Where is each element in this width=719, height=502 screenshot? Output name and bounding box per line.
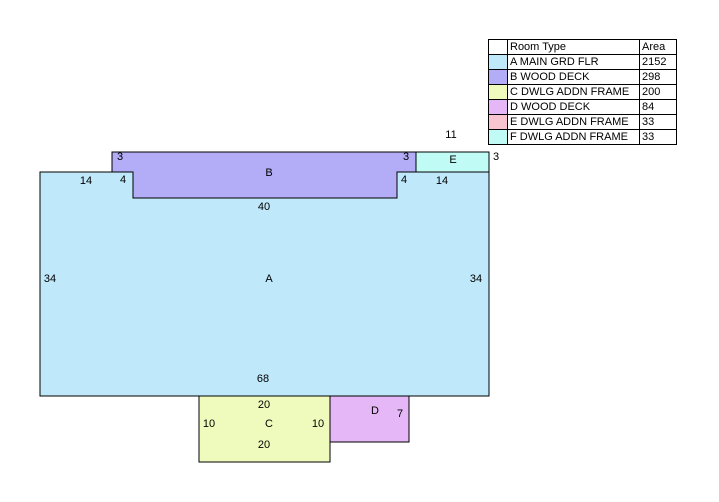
- room-b-dim-left-notch: 4: [120, 174, 126, 186]
- legend-swatch: [488, 54, 508, 70]
- legend-swatch: [488, 129, 508, 145]
- legend-row[interactable]: C DWLG ADDN FRAME 200: [488, 84, 677, 100]
- room-b-wood-deck[interactable]: [111, 151, 417, 199]
- legend-room-area: 2152: [639, 54, 677, 70]
- legend-row[interactable]: F DWLG ADDN FRAME 33: [488, 129, 677, 145]
- legend-swatch: [488, 99, 508, 115]
- room-a-letter: A: [265, 273, 273, 285]
- room-b-letter: B: [265, 167, 272, 179]
- room-a-dim-right: 34: [470, 273, 482, 285]
- room-a-dim-top-right: 14: [436, 175, 448, 187]
- room-c-dim-bottom: 20: [258, 439, 270, 451]
- room-e-dim-top: 11: [445, 129, 456, 141]
- room-b-dim-right-notch: 4: [401, 174, 407, 186]
- legend-header-swatch: [488, 39, 508, 55]
- room-a-dim-left: 34: [44, 273, 56, 285]
- room-a-dim-top-left: 14: [80, 175, 92, 187]
- room-e-dim-right: 3: [493, 151, 499, 163]
- legend-room-label: A MAIN GRD FLR: [507, 54, 640, 70]
- legend-row[interactable]: D WOOD DECK 84: [488, 99, 677, 115]
- legend-row[interactable]: B WOOD DECK 298: [488, 69, 677, 85]
- legend-room-label: C DWLG ADDN FRAME: [507, 84, 640, 100]
- room-d-dim-right: 7: [397, 408, 403, 420]
- legend-header-type: Room Type: [507, 39, 640, 55]
- legend-swatch: [488, 84, 508, 100]
- legend-room-area: 84: [639, 99, 677, 115]
- legend-room-label: F DWLG ADDN FRAME: [507, 129, 640, 145]
- room-c-dwlg-addn-frame[interactable]: [198, 395, 331, 463]
- legend-row[interactable]: A MAIN GRD FLR 2152: [488, 54, 677, 70]
- legend-room-area: 33: [639, 114, 677, 130]
- legend-room-label: E DWLG ADDN FRAME: [507, 114, 640, 130]
- legend-room-area: 298: [639, 69, 677, 85]
- room-d-letter: D: [371, 405, 379, 417]
- legend-header-area: Area: [639, 39, 677, 55]
- legend-room-area: 33: [639, 129, 677, 145]
- room-e-letter: E: [449, 154, 456, 166]
- room-c-dim-right: 10: [312, 418, 324, 430]
- legend-row[interactable]: E DWLG ADDN FRAME 33: [488, 114, 677, 130]
- room-legend-table: Room Type Area A MAIN GRD FLR 2152 B WOO…: [488, 39, 677, 145]
- legend-swatch: [488, 114, 508, 130]
- room-a-dim-bottom: 68: [257, 373, 269, 385]
- legend-swatch: [488, 69, 508, 85]
- room-c-dim-left: 10: [203, 418, 215, 430]
- room-b-dim-left-step: 3: [117, 151, 123, 163]
- legend-header-row: Room Type Area: [488, 39, 677, 55]
- room-a-dim-top: 40: [258, 201, 270, 213]
- room-d-wood-deck[interactable]: [329, 395, 410, 443]
- legend-room-area: 200: [639, 84, 677, 100]
- room-c-letter: C: [265, 418, 273, 430]
- legend-room-label: D WOOD DECK: [507, 99, 640, 115]
- room-b-dim-right-step: 3: [403, 151, 409, 163]
- room-e-dwlg-addn-frame[interactable]: [415, 151, 490, 173]
- room-c-dim-top: 20: [258, 399, 270, 411]
- legend-room-label: B WOOD DECK: [507, 69, 640, 85]
